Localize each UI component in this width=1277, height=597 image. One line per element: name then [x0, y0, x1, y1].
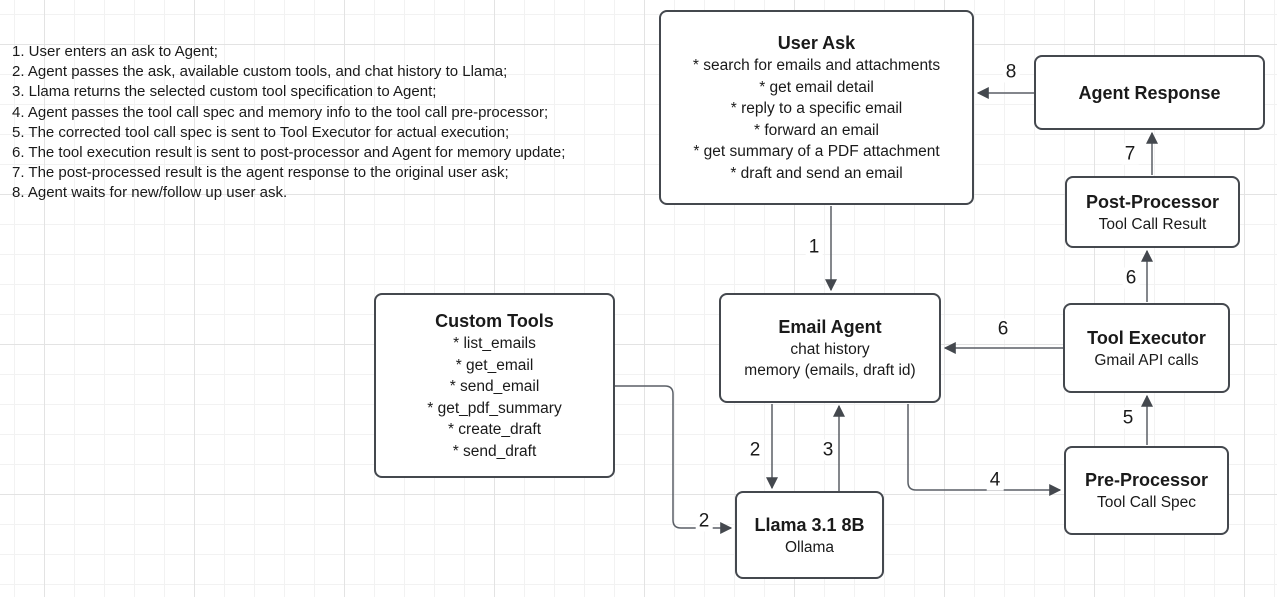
node-pre-processor-title: Pre-Processor	[1084, 470, 1209, 490]
user-ask-item: * reply to a specific email	[730, 100, 903, 117]
edge-step4-agent-to-preprocessor[interactable]	[907, 404, 1062, 496]
user-ask-item: * get summary of a PDF attachment	[693, 143, 940, 160]
node-llama-title: Llama 3.1 8B	[754, 514, 865, 535]
user-ask-item: * search for emails and attachments	[692, 57, 941, 74]
note-line-7: 7. The post-processed result is the agen…	[12, 164, 509, 182]
edge-label-step8[interactable]: 8	[1002, 61, 1020, 83]
node-pre-processor[interactable]: Pre-Processor Tool Call Spec	[1064, 446, 1229, 535]
note-line-4: 4. Agent passes the tool call spec and m…	[12, 103, 549, 121]
node-pre-processor-subtitle: Tool Call Spec	[1096, 494, 1197, 511]
node-custom-tools[interactable]: Custom Tools * list_emails * get_email *…	[374, 293, 615, 478]
node-llama[interactable]: Llama 3.1 8B Ollama	[735, 491, 884, 579]
edge-label-step2-agent[interactable]: 2	[746, 439, 764, 461]
custom-tools-item: * list_emails	[453, 335, 536, 352]
user-ask-item: * draft and send an email	[730, 164, 903, 182]
node-agent-response[interactable]: Agent Response	[1034, 55, 1265, 130]
node-tool-executor-subtitle: Gmail API calls	[1094, 351, 1199, 369]
node-llama-subtitle: Ollama	[784, 538, 835, 556]
note-line-2: 2. Agent passes the ask, available custo…	[12, 63, 508, 81]
edge-label-step3[interactable]: 3	[819, 439, 837, 461]
node-user-ask[interactable]: User Ask * search for emails and attachm…	[659, 10, 974, 205]
note-line-3: 3. Llama returns the selected custom too…	[12, 83, 437, 101]
custom-tools-item: * get_email	[455, 356, 534, 374]
edge-label-step2-tools[interactable]: 2	[695, 510, 713, 532]
node-user-ask-title: User Ask	[777, 33, 856, 53]
workflow-notes: 1. User enters an ask to Agent; 2. Agent…	[12, 42, 652, 204]
custom-tools-item: * create_draft	[447, 421, 542, 438]
note-line-8: 8. Agent waits for new/follow up user as…	[12, 184, 288, 202]
user-ask-item: * get email detail	[759, 78, 874, 96]
node-agent-response-title: Agent Response	[1078, 82, 1221, 103]
email-agent-line: chat history	[790, 341, 870, 358]
custom-tools-item: * get_pdf_summary	[427, 399, 562, 417]
edge-label-step1[interactable]: 1	[805, 236, 823, 258]
edge-label-step6-agent[interactable]: 6	[994, 318, 1012, 340]
node-post-processor-subtitle: Tool Call Result	[1098, 215, 1207, 233]
node-tool-executor[interactable]: Tool Executor Gmail API calls	[1063, 303, 1230, 393]
node-email-agent-title: Email Agent	[778, 317, 882, 337]
note-line-6: 6. The tool execution result is sent to …	[12, 144, 566, 162]
edge-label-step4[interactable]: 4	[986, 469, 1004, 491]
edge-label-step7[interactable]: 7	[1121, 143, 1139, 165]
note-line-1: 1. User enters an ask to Agent;	[12, 43, 218, 60]
email-agent-line: memory (emails, draft id)	[744, 362, 916, 379]
edge-step2-tools-to-llama[interactable]	[615, 385, 733, 534]
node-post-processor[interactable]: Post-Processor Tool Call Result	[1065, 176, 1240, 248]
node-tool-executor-title: Tool Executor	[1087, 327, 1206, 348]
edge-label-step5[interactable]: 5	[1119, 407, 1137, 429]
user-ask-item: * forward an email	[754, 121, 879, 139]
node-custom-tools-title: Custom Tools	[435, 311, 554, 331]
custom-tools-item: * send_draft	[452, 442, 537, 460]
custom-tools-item: * send_email	[449, 378, 540, 395]
node-email-agent[interactable]: Email Agent chat history memory (emails,…	[719, 293, 941, 403]
edge-label-step6-post[interactable]: 6	[1122, 267, 1140, 289]
node-post-processor-title: Post-Processor	[1085, 191, 1220, 212]
note-line-5: 5. The corrected tool call spec is sent …	[12, 123, 510, 141]
